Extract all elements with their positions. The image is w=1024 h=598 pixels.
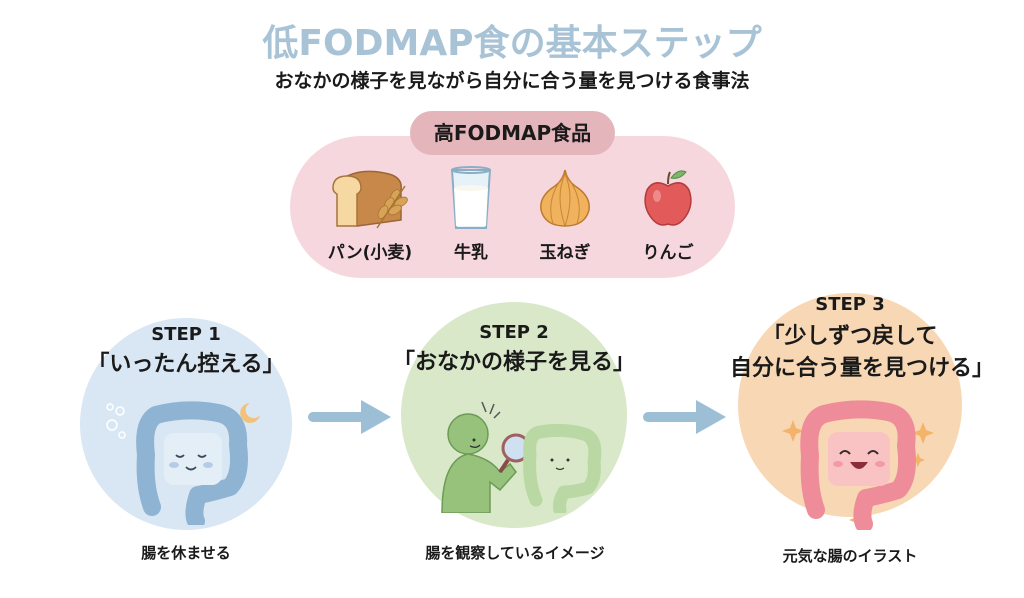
food-label: パン(小麦) (327, 243, 413, 263)
milk-glass-icon (450, 166, 492, 229)
step-3-title-line-2: 自分に合う量を見つける」 (729, 356, 994, 381)
happy-intestine-icon (782, 400, 934, 530)
page-subtitle: おなかの様子を見ながら自分に合う量を見つける食事法 (274, 70, 750, 92)
food-item-bread: パン(小麦) (320, 166, 420, 263)
observing-intestine-icon (441, 401, 602, 513)
page-title: 低FODMAP食の基本ステップ (262, 23, 762, 64)
step-1-title: 「いったん控える」 (87, 352, 285, 377)
step-2-caption: 腸を観察しているイメージ (425, 544, 605, 562)
bread-icon (332, 170, 408, 229)
food-item-apple: りんご (618, 166, 718, 263)
step-1-circle (80, 318, 292, 530)
step-1-caption: 腸を休ませる (141, 544, 231, 562)
food-label: 牛乳 (454, 243, 488, 263)
apple-icon (644, 170, 692, 226)
step-3-label: STEP 3 (815, 294, 885, 315)
arrow-right-icon (643, 400, 726, 434)
food-label: りんご (642, 243, 694, 263)
onion-icon (540, 169, 590, 227)
step-2-label: STEP 2 (479, 322, 549, 343)
step-3-title-line-1: 「少しずつ戻して (762, 324, 938, 349)
arrow-right-icon (308, 400, 391, 434)
step-2-title: 「おなかの様子を見る」 (392, 350, 635, 375)
sleeping-intestine-icon (106, 401, 260, 525)
food-item-milk: 牛乳 (421, 166, 521, 263)
step-1-label: STEP 1 (151, 324, 221, 345)
high-fodmap-badge: 高FODMAP食品 (410, 111, 615, 155)
step-3-caption: 元気な腸のイラスト (782, 547, 918, 565)
food-label: 玉ねぎ (539, 243, 591, 263)
food-item-onion: 玉ねぎ (515, 166, 615, 263)
